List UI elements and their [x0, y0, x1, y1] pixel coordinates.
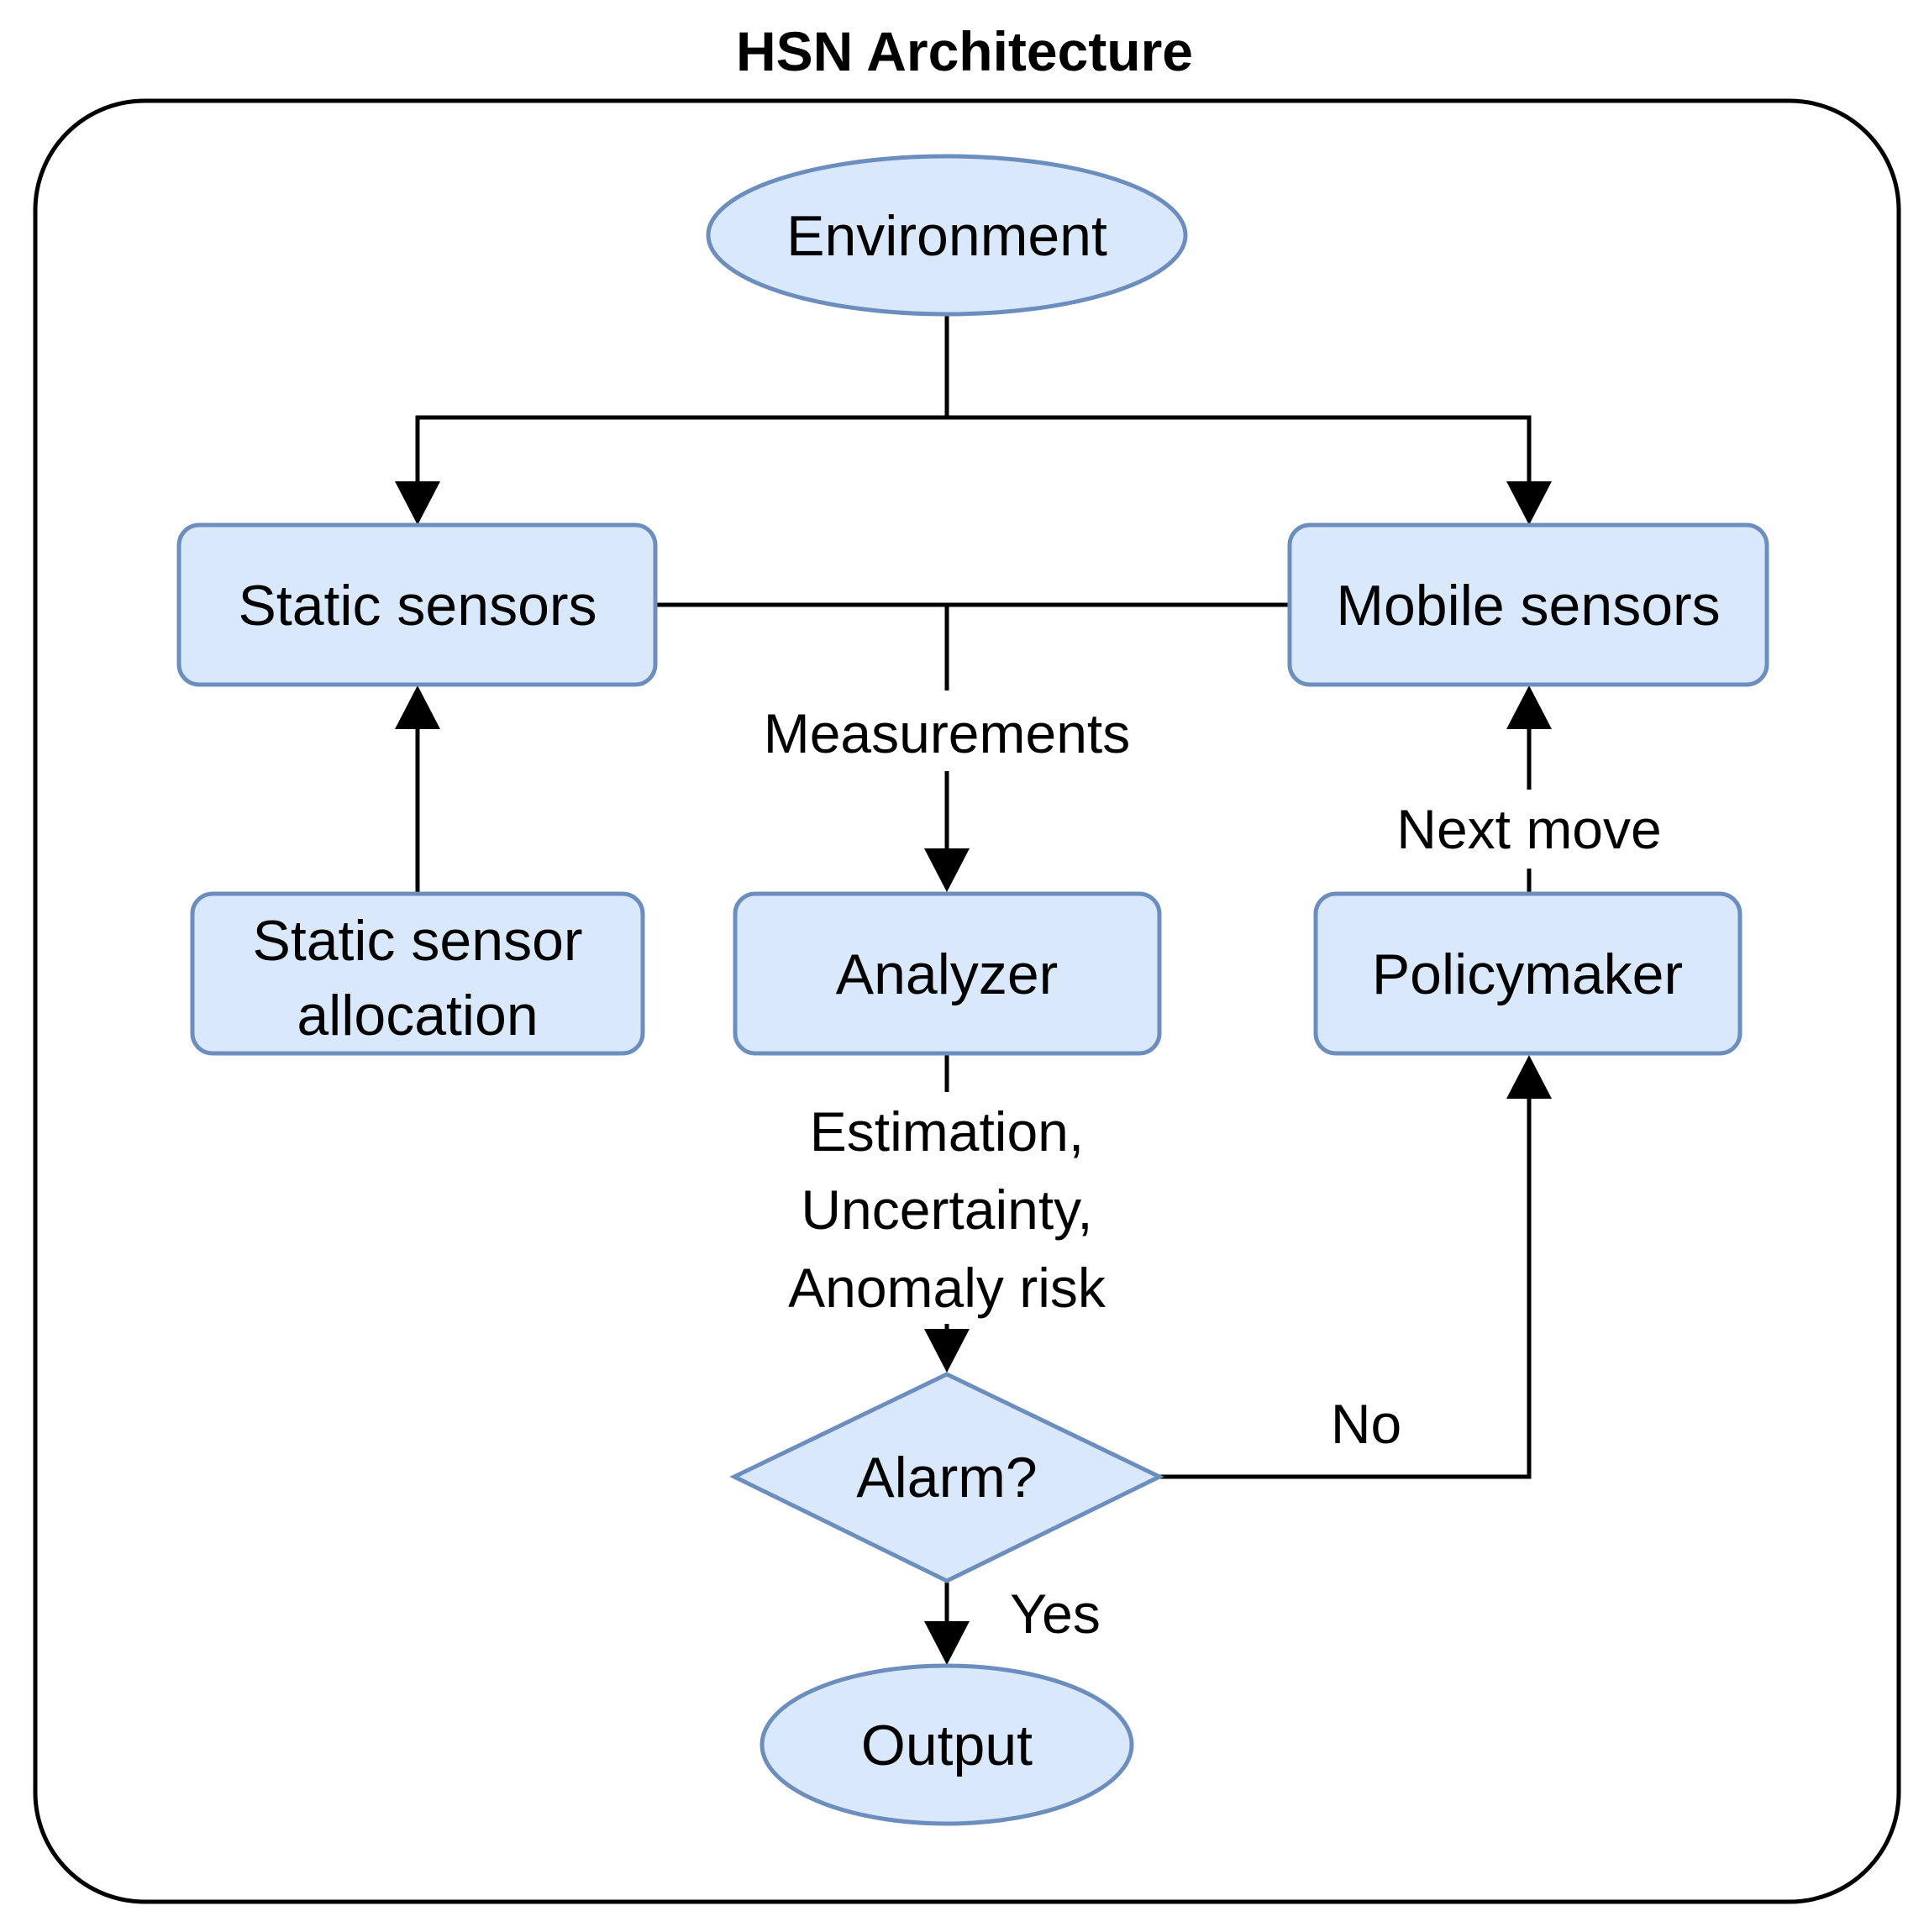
- node-output: Output: [760, 1663, 1134, 1826]
- estimation-label-bg: [756, 1092, 1138, 1324]
- mobile-sensors-label: Mobile sensors: [1336, 574, 1720, 638]
- static-sensors-label: Static sensors: [238, 574, 597, 638]
- node-environment: Environment: [706, 154, 1188, 317]
- estimation-label-line-1: Estimation,: [810, 1100, 1084, 1163]
- edge-no: [1159, 1055, 1552, 1479]
- node-analyzer: Analyzer: [733, 891, 1162, 1056]
- node-alarm-decision: Alarm?: [729, 1372, 1164, 1583]
- node-policymaker: Policymaker: [1313, 891, 1742, 1056]
- next-move-label: Next move: [1396, 798, 1661, 860]
- no-label: No: [1331, 1393, 1401, 1455]
- policymaker-label: Policymaker: [1372, 942, 1683, 1006]
- yes-label: Yes: [1010, 1583, 1101, 1645]
- edge-environment-to-sensors: [395, 316, 1552, 525]
- next-move-label-bg: [1374, 790, 1685, 869]
- node-static-sensor-allocation: Static sensor allocation: [190, 891, 645, 1056]
- alarm-label: Alarm?: [856, 1446, 1037, 1509]
- measurements-label: Measurements: [764, 702, 1131, 764]
- edge-yes: [924, 1583, 970, 1665]
- analyzer-label: Analyzer: [836, 942, 1059, 1006]
- output-label: Output: [861, 1714, 1033, 1777]
- estimation-label-line-2: Uncertainty,: [801, 1179, 1092, 1241]
- node-static-sensors: Static sensors: [176, 522, 658, 687]
- environment-label: Environment: [786, 204, 1107, 268]
- static-allocation-label-line-1: Static sensor: [252, 909, 582, 973]
- measurements-label-bg: [731, 690, 1163, 771]
- static-allocation-label-line-2: allocation: [297, 984, 538, 1047]
- estimation-label-line-3: Anomaly risk: [788, 1257, 1106, 1319]
- edge-allocation-to-static: [395, 685, 440, 892]
- diagram-title: HSN Architecture: [736, 20, 1193, 82]
- node-mobile-sensors: Mobile sensors: [1287, 522, 1769, 687]
